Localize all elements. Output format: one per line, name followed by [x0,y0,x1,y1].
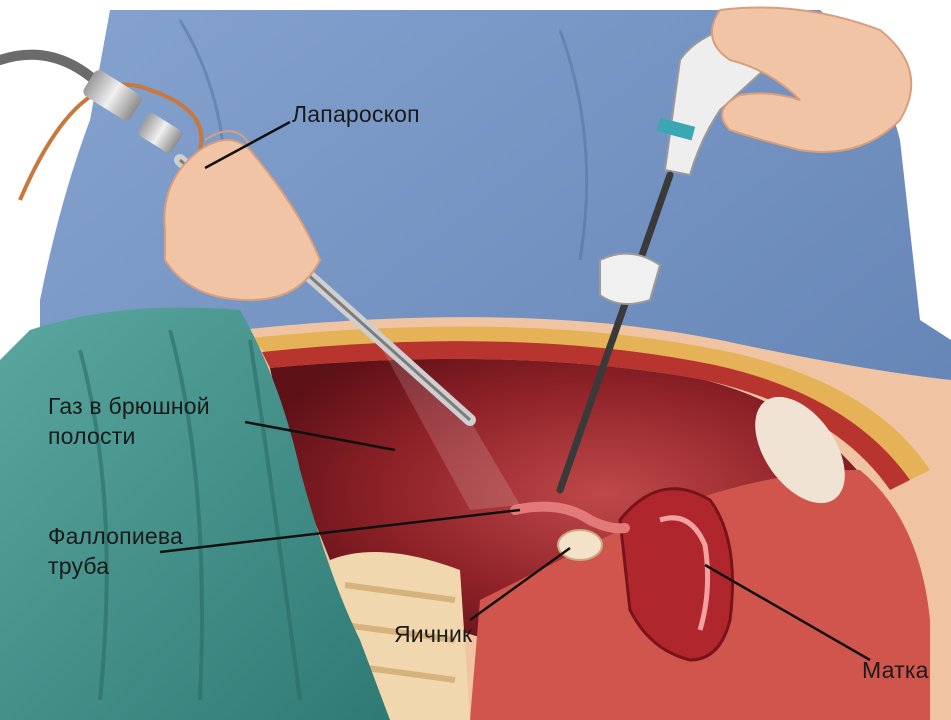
label-uterus: Матка [862,657,929,683]
label-abdominal-gas-line2: полости [48,423,136,449]
label-ovary: Яичник [394,621,472,647]
label-abdominal-gas: Газ в брюшной [48,393,210,419]
label-fallopian-tube-line2: труба [48,553,109,579]
label-fallopian-tube: Фаллопиева [48,523,183,549]
label-laparoscope: Лапароскоп [292,101,420,127]
ovary-organ [558,530,602,560]
